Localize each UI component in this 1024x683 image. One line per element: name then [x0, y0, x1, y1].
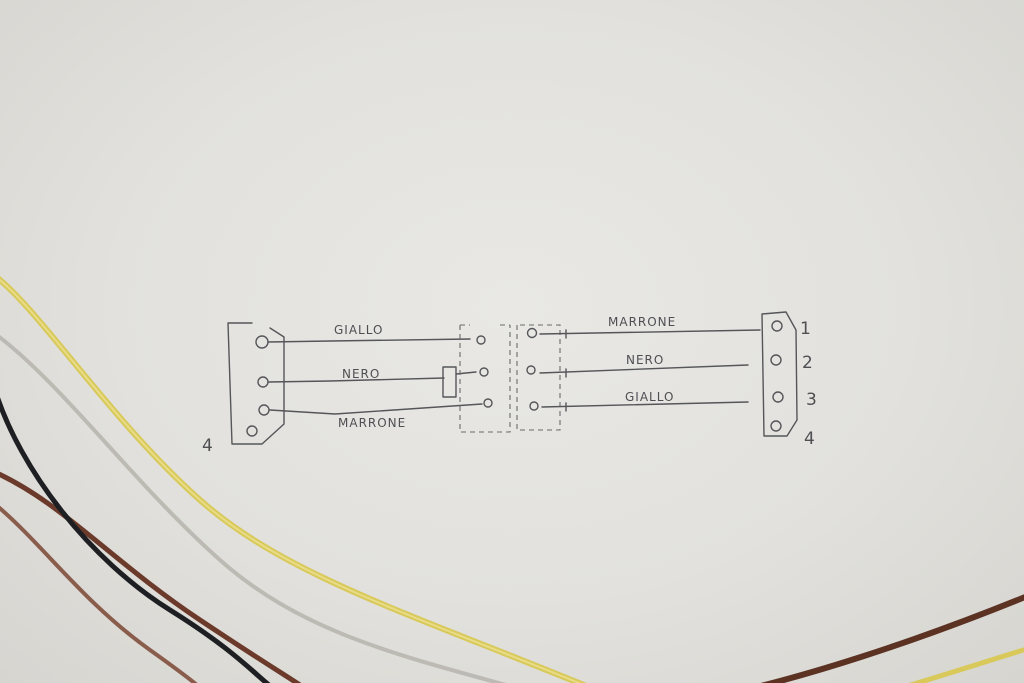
- right-pin-4: [770, 420, 782, 432]
- left-connector: 4: [202, 322, 285, 456]
- plug-pin-1: [476, 335, 486, 345]
- left-wire-middle-after-resistor: [455, 371, 477, 375]
- right-pin-3: [772, 391, 784, 403]
- plug-pin-3: [483, 398, 493, 408]
- left-wire-top: [267, 338, 471, 343]
- right-wire-middle: [539, 364, 749, 374]
- socket-pin-3: [529, 401, 539, 411]
- right-pin-label-2: 2: [802, 353, 813, 373]
- left-pin-3: [258, 404, 270, 416]
- cables: [0, 276, 1024, 683]
- right-wire-top-label: MARRONE: [608, 315, 676, 329]
- plug-pin-2: [479, 367, 489, 377]
- inline-socket-outline: [516, 324, 561, 431]
- left-connector-body: [227, 322, 285, 445]
- left-pin-label: 4: [202, 436, 213, 456]
- right-connector: 1 2 3 4: [761, 311, 817, 449]
- right-wire-top: [539, 329, 761, 335]
- left-wire-middle-label: NERO: [342, 367, 380, 381]
- cable-brown-left-2: [0, 505, 198, 683]
- inline-connector: [459, 324, 561, 433]
- left-wires: GIALLO NERO MARRONE: [267, 323, 483, 430]
- right-pin-label-1: 1: [800, 319, 811, 339]
- left-pin-1: [255, 335, 269, 349]
- left-wire-bottom: [269, 403, 483, 415]
- cable-brown-left: [0, 471, 302, 683]
- socket-pin-2: [526, 365, 536, 375]
- inline-plug-outline: [459, 325, 511, 433]
- right-connector-body: [761, 311, 798, 437]
- right-pin-1: [771, 320, 783, 332]
- cable-black: [0, 396, 271, 683]
- cable-grey: [0, 335, 507, 683]
- left-wire-top-label: GIALLO: [334, 323, 383, 337]
- right-wire-bottom: [541, 401, 749, 408]
- cable-yellow: [0, 276, 587, 683]
- cable-brown-right: [760, 594, 1024, 683]
- right-wire-bottom-label: GIALLO: [625, 390, 674, 404]
- right-wire-middle-label: NERO: [626, 353, 664, 367]
- socket-pin-1: [526, 327, 538, 339]
- right-pin-label-4: 4: [804, 429, 815, 449]
- left-wire-middle: [267, 377, 445, 383]
- cable-yellow-highlight: [0, 278, 582, 683]
- cable-yellow-right: [908, 647, 1024, 683]
- right-pin-label-3: 3: [806, 390, 817, 410]
- left-wire-bottom-label: MARRONE: [338, 416, 406, 430]
- right-pin-2: [770, 354, 782, 366]
- left-pin-4: [246, 425, 258, 437]
- right-wires: MARRONE NERO GIALLO: [539, 315, 761, 412]
- left-pin-2: [257, 376, 269, 388]
- resistor: [442, 366, 457, 398]
